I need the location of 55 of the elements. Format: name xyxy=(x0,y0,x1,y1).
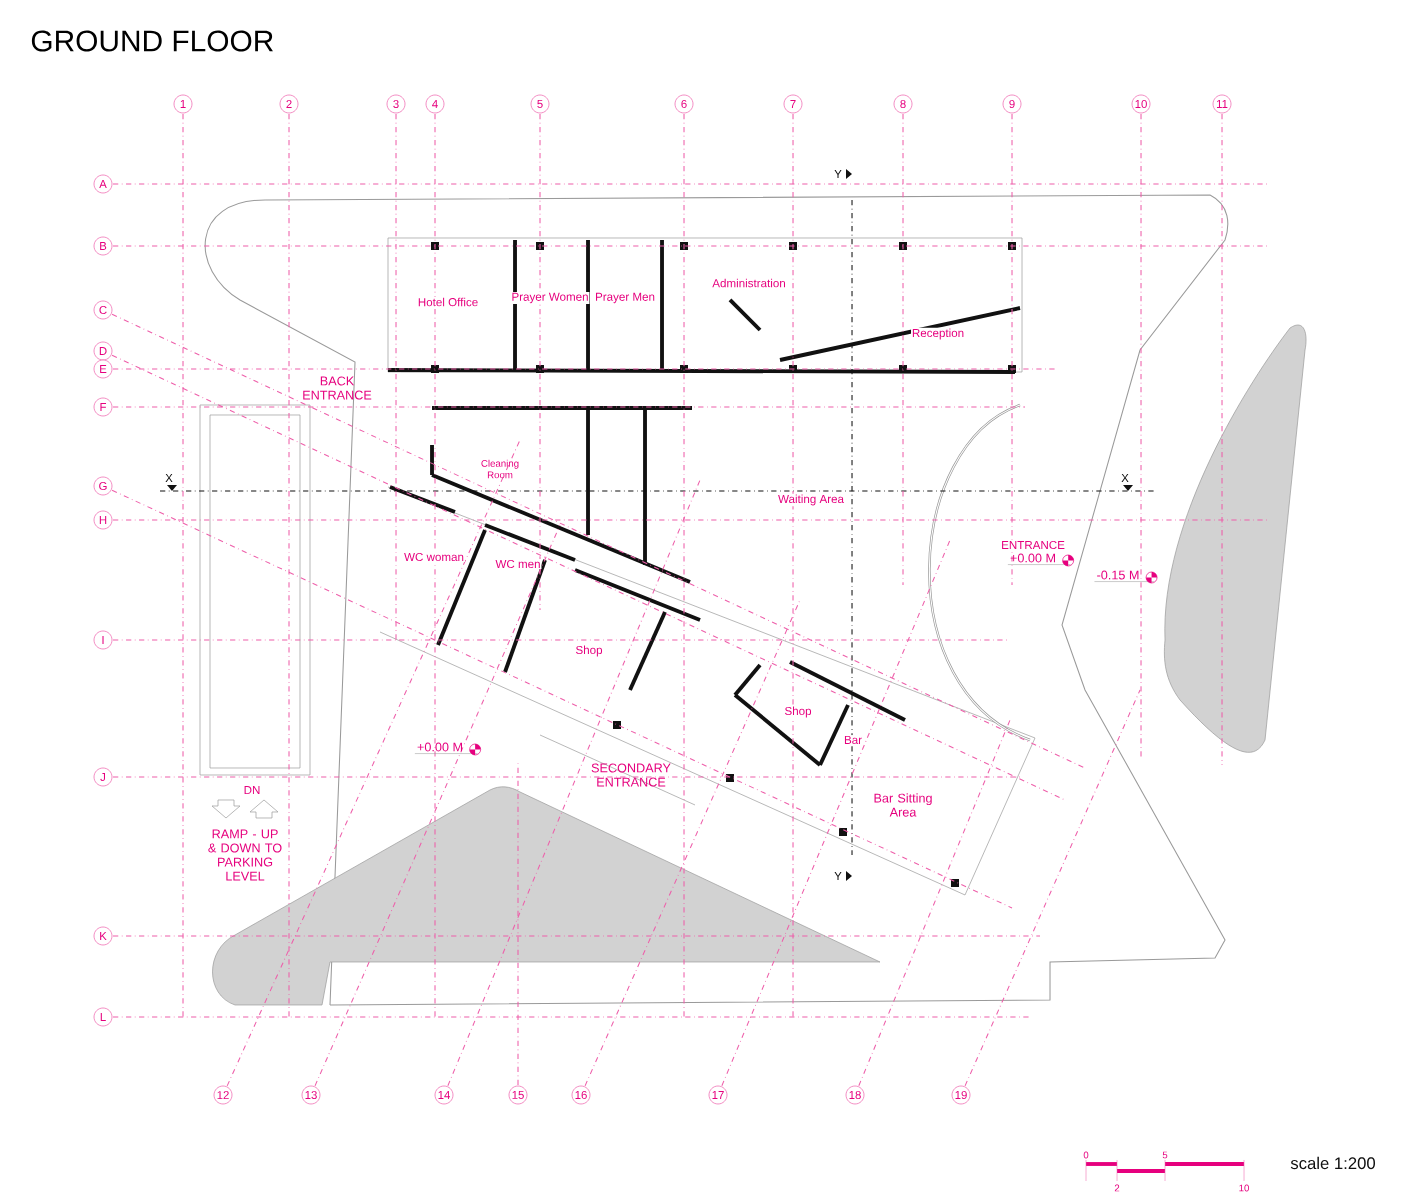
scale-number: 2 xyxy=(1114,1184,1120,1192)
grid-bubble: E xyxy=(93,359,113,379)
grid-bubble: F xyxy=(93,397,113,417)
grid-bubble: 13 xyxy=(301,1085,321,1105)
grid-bubble: C xyxy=(93,300,113,320)
room-label: Reception xyxy=(911,327,965,341)
room-label: Shop xyxy=(783,705,813,719)
scale-label: scale 1:200 xyxy=(1290,1156,1375,1170)
title: GROUND FLOOR xyxy=(31,30,273,52)
grid-bubble: 11 xyxy=(1212,94,1232,114)
grid-bubble: 6 xyxy=(674,94,694,114)
grid-bubble: 2 xyxy=(279,94,299,114)
room-label: Shop xyxy=(574,644,604,658)
room-label: SECONDARY ENTRANCE xyxy=(591,763,671,787)
room-label: WC woman xyxy=(403,552,465,562)
room-label: Bar Sitting Area xyxy=(874,793,932,817)
grid-bubble: 19 xyxy=(951,1085,971,1105)
grid-bubble: 1 xyxy=(173,94,193,114)
grid-bubble: 17 xyxy=(708,1085,728,1105)
grid-bubble: 12 xyxy=(213,1085,233,1105)
room-label: Cleaning Room xyxy=(481,459,519,479)
grid-bubble: D xyxy=(93,341,113,361)
room-label: BACK ENTRANCE xyxy=(303,376,372,400)
grid-bubble: 8 xyxy=(893,94,913,114)
room-label: RAMP - UP & DOWN TO PARKING LEVEL xyxy=(208,829,282,881)
grid-bubble: 3 xyxy=(386,94,406,114)
grid-bubble: J xyxy=(93,767,113,787)
grid-bubble: H xyxy=(93,510,113,530)
room-label: ENTRANCE xyxy=(1000,540,1066,550)
scale-number: 0 xyxy=(1083,1151,1089,1159)
grid-bubble: 4 xyxy=(425,94,445,114)
room-label: Prayer Women xyxy=(510,291,590,305)
grid-bubble: G xyxy=(93,476,113,496)
grid-bubble: 5 xyxy=(530,94,550,114)
grid-bubble: 16 xyxy=(571,1085,591,1105)
room-label: WC men xyxy=(494,559,542,569)
grid-bubble: K xyxy=(93,926,113,946)
grid-bubble: 7 xyxy=(783,94,803,114)
scale-number: 10 xyxy=(1239,1184,1249,1192)
grid-bubble: 14 xyxy=(434,1085,454,1105)
grid-bubble: L xyxy=(93,1007,113,1027)
scale-number: 5 xyxy=(1162,1151,1168,1159)
room-label: Waiting Area xyxy=(777,493,845,507)
room-label: Administration xyxy=(711,277,787,289)
grid-bubble: I xyxy=(93,630,113,650)
grid-bubble: B xyxy=(93,236,113,256)
room-label: Bar xyxy=(843,735,863,745)
grid-bubble: 10 xyxy=(1131,94,1151,114)
room-label: Hotel Office xyxy=(416,296,480,308)
grid-bubble: A xyxy=(93,174,113,194)
grid-bubble: 18 xyxy=(845,1085,865,1105)
grid-bubble: 15 xyxy=(508,1085,528,1105)
room-label: DN xyxy=(242,785,262,795)
grid-bubble: 9 xyxy=(1002,94,1022,114)
room-label: Prayer Men xyxy=(594,291,656,305)
